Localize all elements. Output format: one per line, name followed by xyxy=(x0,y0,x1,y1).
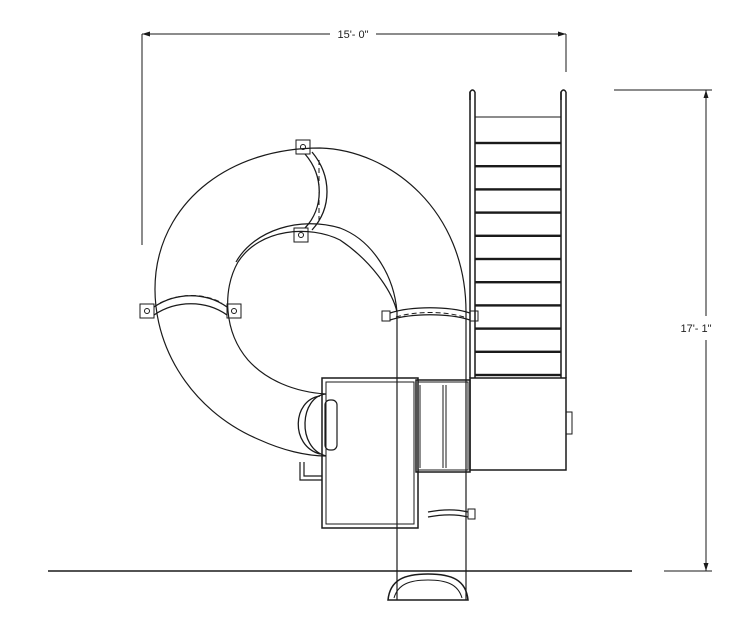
width-dimension: 15'- 0" xyxy=(141,29,567,245)
height-label: 17'- 1" xyxy=(680,323,711,335)
ladder-rung xyxy=(475,141,561,145)
ladder-rung xyxy=(475,257,561,261)
clamp-left xyxy=(139,295,242,319)
ladder-rung xyxy=(475,350,561,353)
ladder-rung xyxy=(475,165,561,168)
ladder-rung xyxy=(475,281,561,284)
ladder xyxy=(469,89,567,378)
width-label: 15'- 0" xyxy=(337,29,368,41)
ladder-rung xyxy=(475,327,561,330)
ladder-rung xyxy=(475,211,561,214)
clamp-lower-right xyxy=(427,508,476,520)
clamp-lower-left xyxy=(297,393,338,481)
height-dimension: 17'- 1" xyxy=(614,89,712,572)
ladder-rung xyxy=(475,304,561,307)
clamp-right xyxy=(381,307,479,322)
deck-middle xyxy=(415,379,471,473)
deck-left xyxy=(321,377,419,529)
ladder-rungs xyxy=(475,141,561,377)
ladder-rung xyxy=(475,188,561,191)
clamp-top xyxy=(293,139,328,243)
spiral-slide xyxy=(154,147,469,601)
ladder-rung xyxy=(475,234,561,237)
ladder-rung xyxy=(475,373,561,377)
deck-right xyxy=(469,377,573,471)
